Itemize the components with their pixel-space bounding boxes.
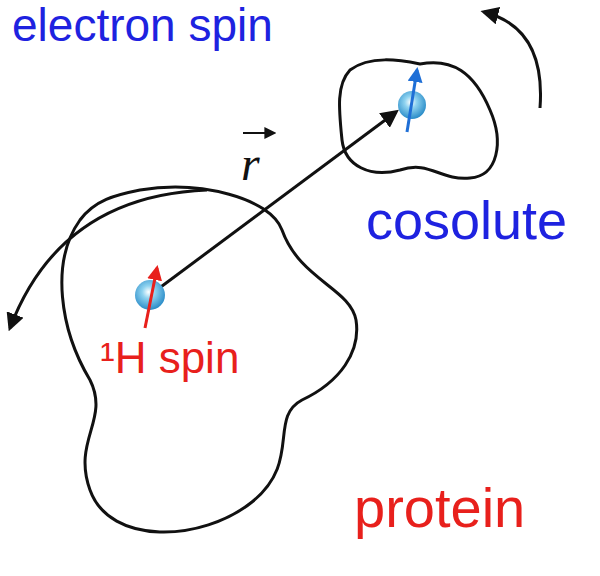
proton-spin-arrow: [145, 268, 157, 328]
rotation-arrow: [484, 12, 541, 108]
distance-vector: [150, 112, 396, 295]
spin-label: ¹H spin: [100, 336, 239, 380]
vector-label: r: [241, 140, 260, 188]
molecule-label: protein: [354, 480, 525, 536]
outline: [339, 60, 497, 178]
spin-label: electron spin: [12, 2, 273, 48]
molecule-label: cosolute: [366, 193, 567, 247]
electron-spin-arrow: [407, 70, 417, 132]
rotation-arrow: [10, 190, 207, 328]
vector-accent: [243, 132, 274, 134]
outline: [62, 187, 357, 532]
